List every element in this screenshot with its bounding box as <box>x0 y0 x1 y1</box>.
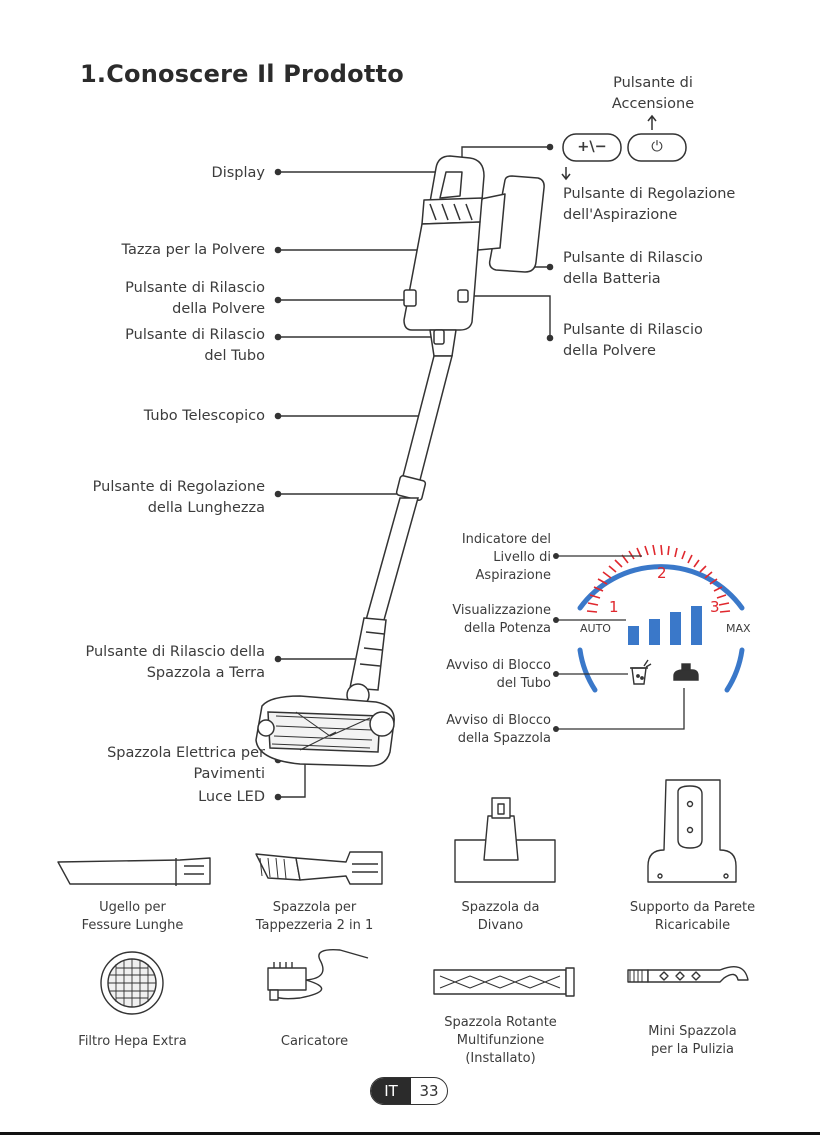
callout-led-light: Luce LED <box>60 787 265 808</box>
gauge-level-3: 3 <box>710 598 720 616</box>
accessory-label: Supporto da Parete Ricaricabile <box>605 899 780 935</box>
power-icon[interactable]: ⏻ <box>628 137 686 158</box>
language-code: IT <box>371 1078 411 1104</box>
crevice-nozzle <box>58 858 210 884</box>
gauge-auto-label: AUTO <box>580 620 611 638</box>
brush-block-icon <box>674 664 698 680</box>
gauge-level-1: 1 <box>609 598 619 616</box>
accessory-label: Ugello per Fessure Lunghe <box>50 899 215 935</box>
label-power-display: Visualizzazione della Potenza <box>410 602 551 638</box>
callout-suction-adjust: Pulsante di Regolazione dell'Aspirazione <box>563 184 803 226</box>
accessory-label: Caricatore <box>232 1033 397 1051</box>
leader-dust-release-right <box>462 296 550 338</box>
callout-dust-release-right: Pulsante di Rilascio della Polvere <box>563 320 803 362</box>
dust-cup <box>404 222 480 330</box>
callout-tube-release: Pulsante di Rilascio del Tubo <box>60 325 265 367</box>
callout-electric-floor-brush: Spazzola Elettrica per Pavimenti <box>40 743 265 785</box>
gauge-max-label: MAX <box>726 620 751 638</box>
callout-display: Display <box>60 163 265 184</box>
callout-length-adjust: Pulsante di Regolazione della Lunghezza <box>40 477 265 519</box>
page-number-badge: IT 33 <box>370 1077 448 1105</box>
power-bars <box>628 606 702 645</box>
accessory-label: Spazzola per Tappezzeria 2 in 1 <box>232 899 397 935</box>
accessory-label: Filtro Hepa Extra <box>50 1033 215 1051</box>
label-tube-block-warning: Avviso di Blocco del Tubo <box>410 657 551 693</box>
accessory-label: Mini Spazzola per la Pulizia <box>605 1023 780 1059</box>
length-adjust-ring <box>396 475 426 501</box>
callout-dust-release: Pulsante di Rilascio della Polvere <box>60 278 265 320</box>
callout-dust-cup: Tazza per la Polvere <box>60 240 265 261</box>
arrow-down-icon <box>562 167 570 179</box>
arrow-up-icon <box>648 116 656 130</box>
adjust-button-label[interactable]: +\− <box>563 137 621 158</box>
telescopic-tube-upper <box>402 356 452 480</box>
accessory-label: Spazzola da Divano <box>418 899 583 935</box>
label-brush-block-warning: Avviso di Blocco della Spazzola <box>410 712 551 748</box>
page-number: 33 <box>411 1078 447 1104</box>
accessory-label: Spazzola Rotante Multifunzione (Installa… <box>418 1014 583 1068</box>
callout-battery-release: Pulsante di Rilascio della Batteria <box>563 248 803 290</box>
tube-block-icon <box>630 660 651 684</box>
callout-telescopic-tube: Tubo Telescopico <box>60 406 265 427</box>
gauge-level-2: 2 <box>657 564 667 582</box>
charger <box>268 968 306 990</box>
callout-power-button: Pulsante di Accensione <box>580 73 726 115</box>
callout-floor-brush-release: Pulsante di Rilascio della Spazzola a Te… <box>40 642 265 684</box>
label-suction-level-indicator: Indicatore del Livello di Aspirazione <box>410 531 551 585</box>
